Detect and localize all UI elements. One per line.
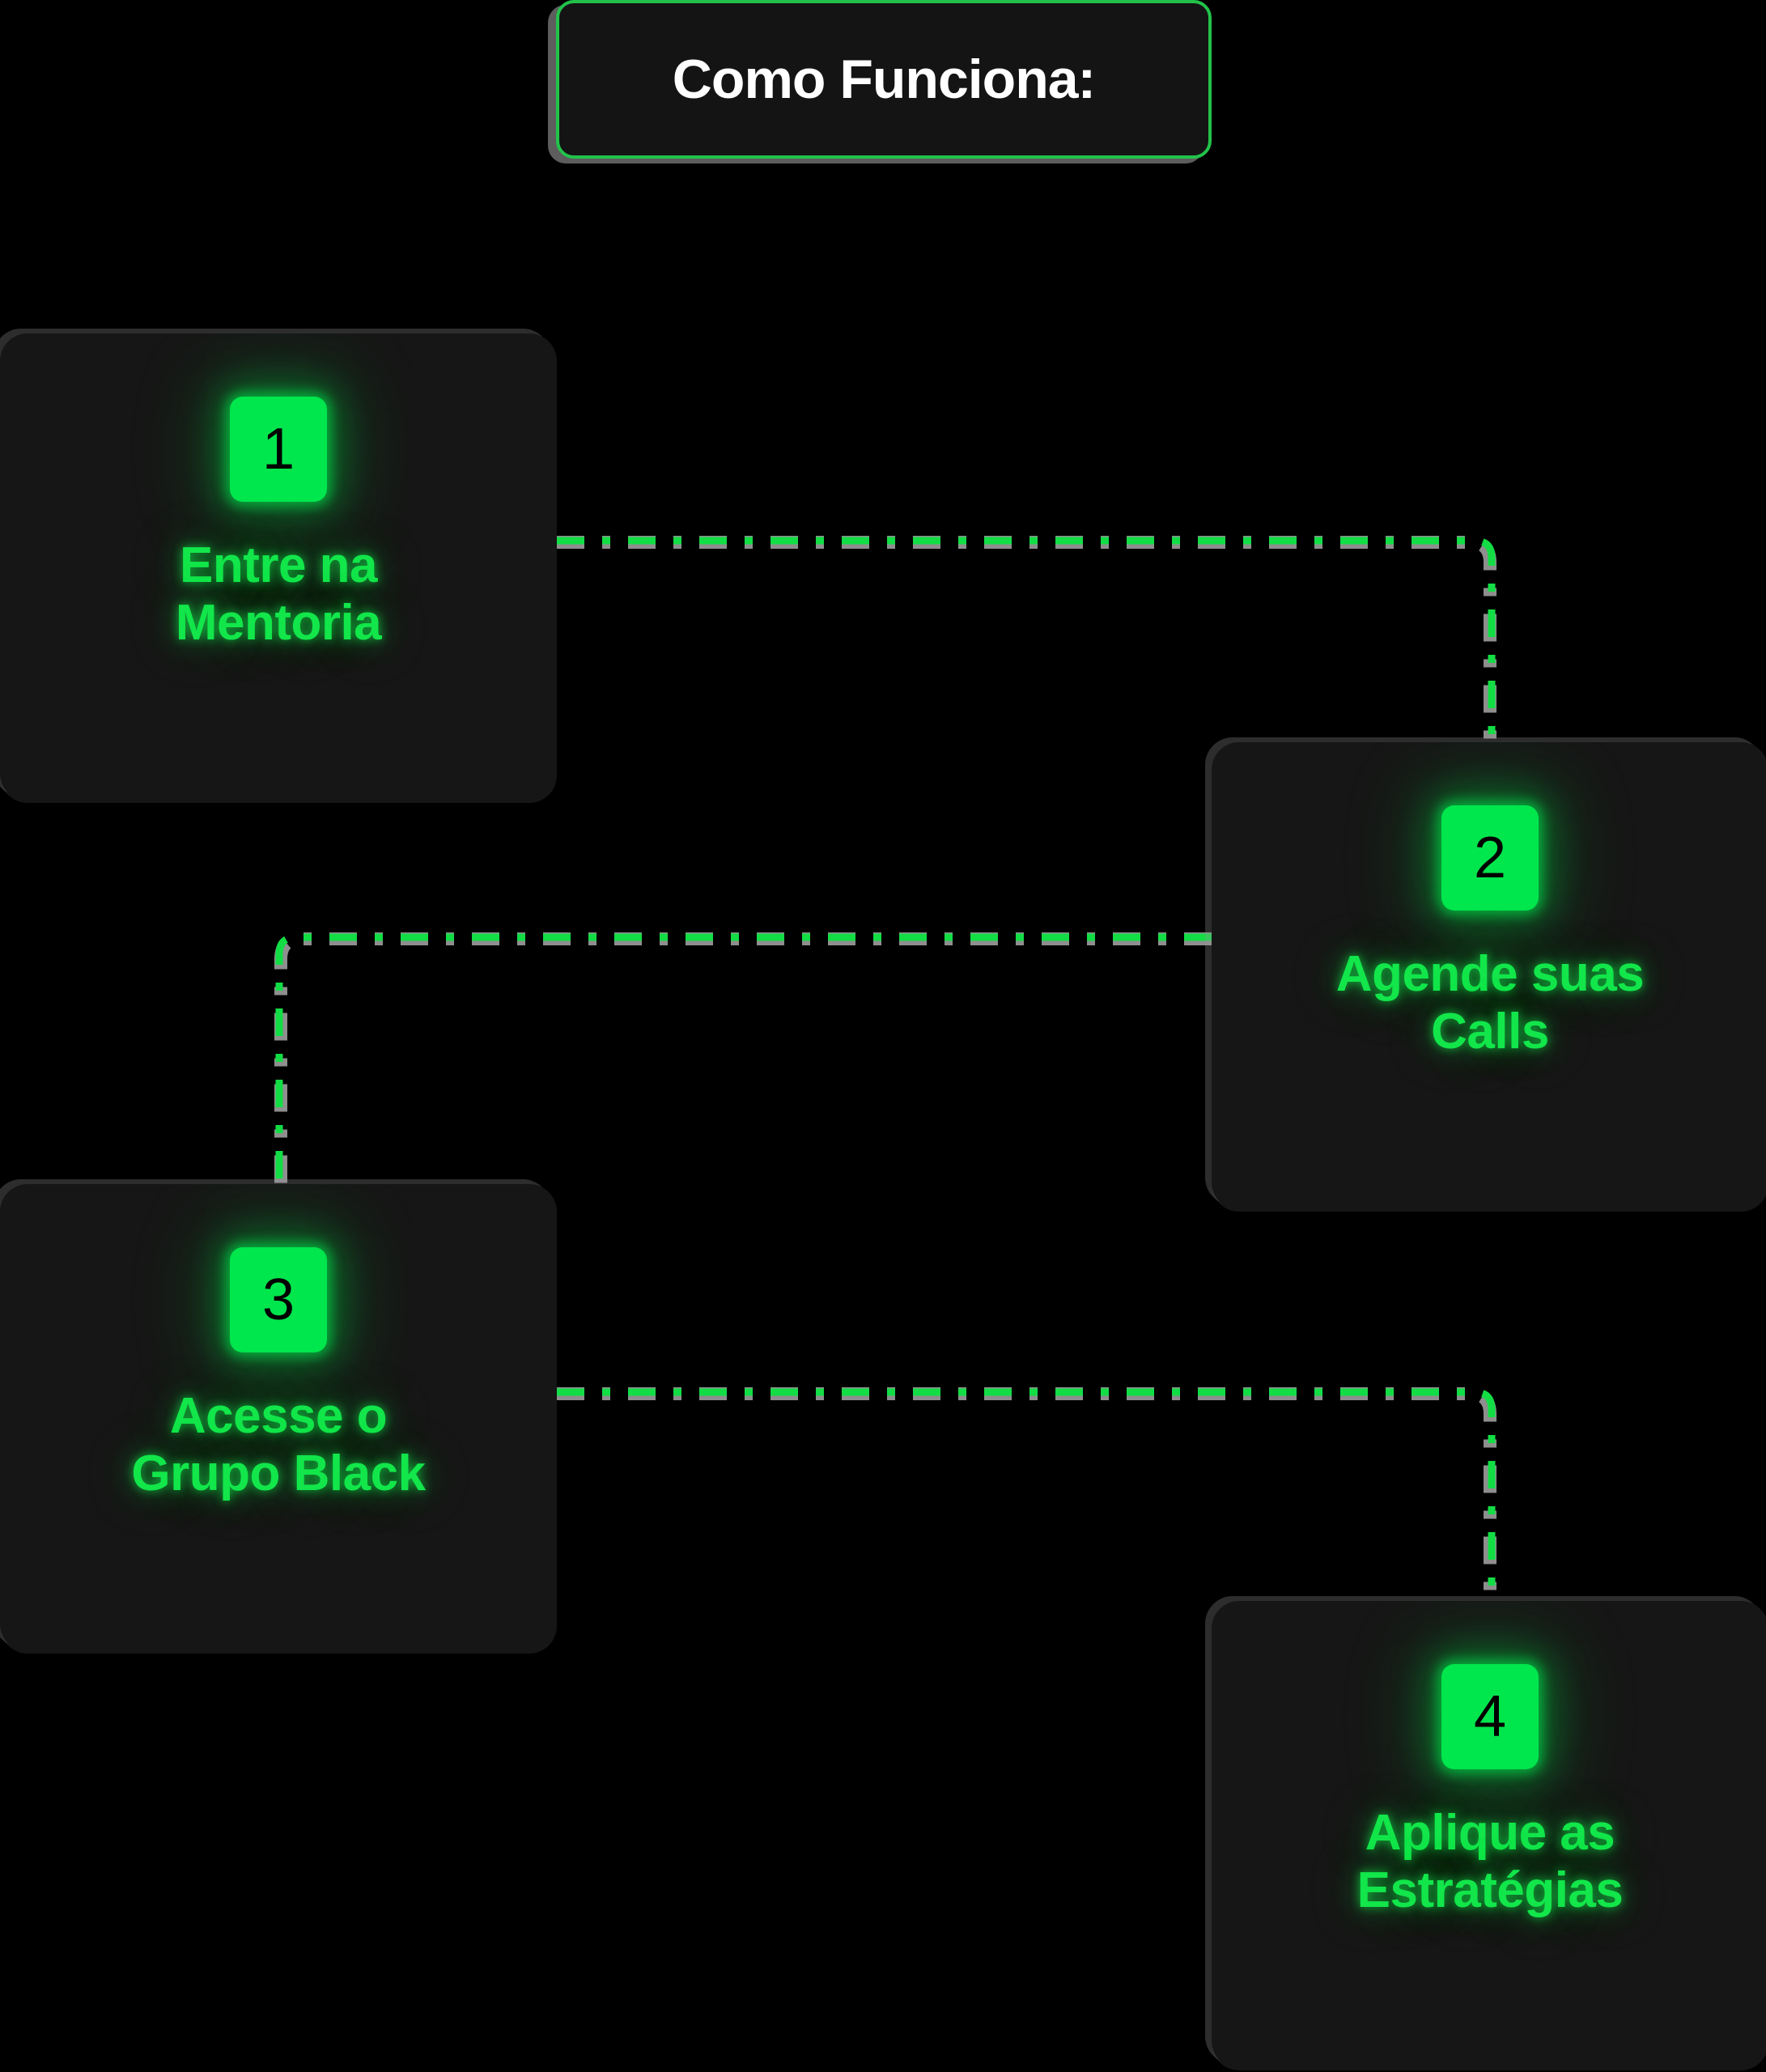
connector-step1-to-step2	[557, 502, 1528, 777]
connector-step2-to-step3	[243, 898, 1254, 1222]
step-number-badge-3: 3	[230, 1247, 327, 1352]
step-number-badge-4: 4	[1441, 1664, 1539, 1769]
section-header-box: Como Funciona:	[556, 0, 1212, 159]
step-number-badge-2: 2	[1441, 805, 1539, 911]
step-number-badge-1: 1	[230, 397, 327, 502]
page-title: Como Funciona:	[672, 49, 1096, 110]
connector-step3-to-step4	[557, 1353, 1528, 1637]
